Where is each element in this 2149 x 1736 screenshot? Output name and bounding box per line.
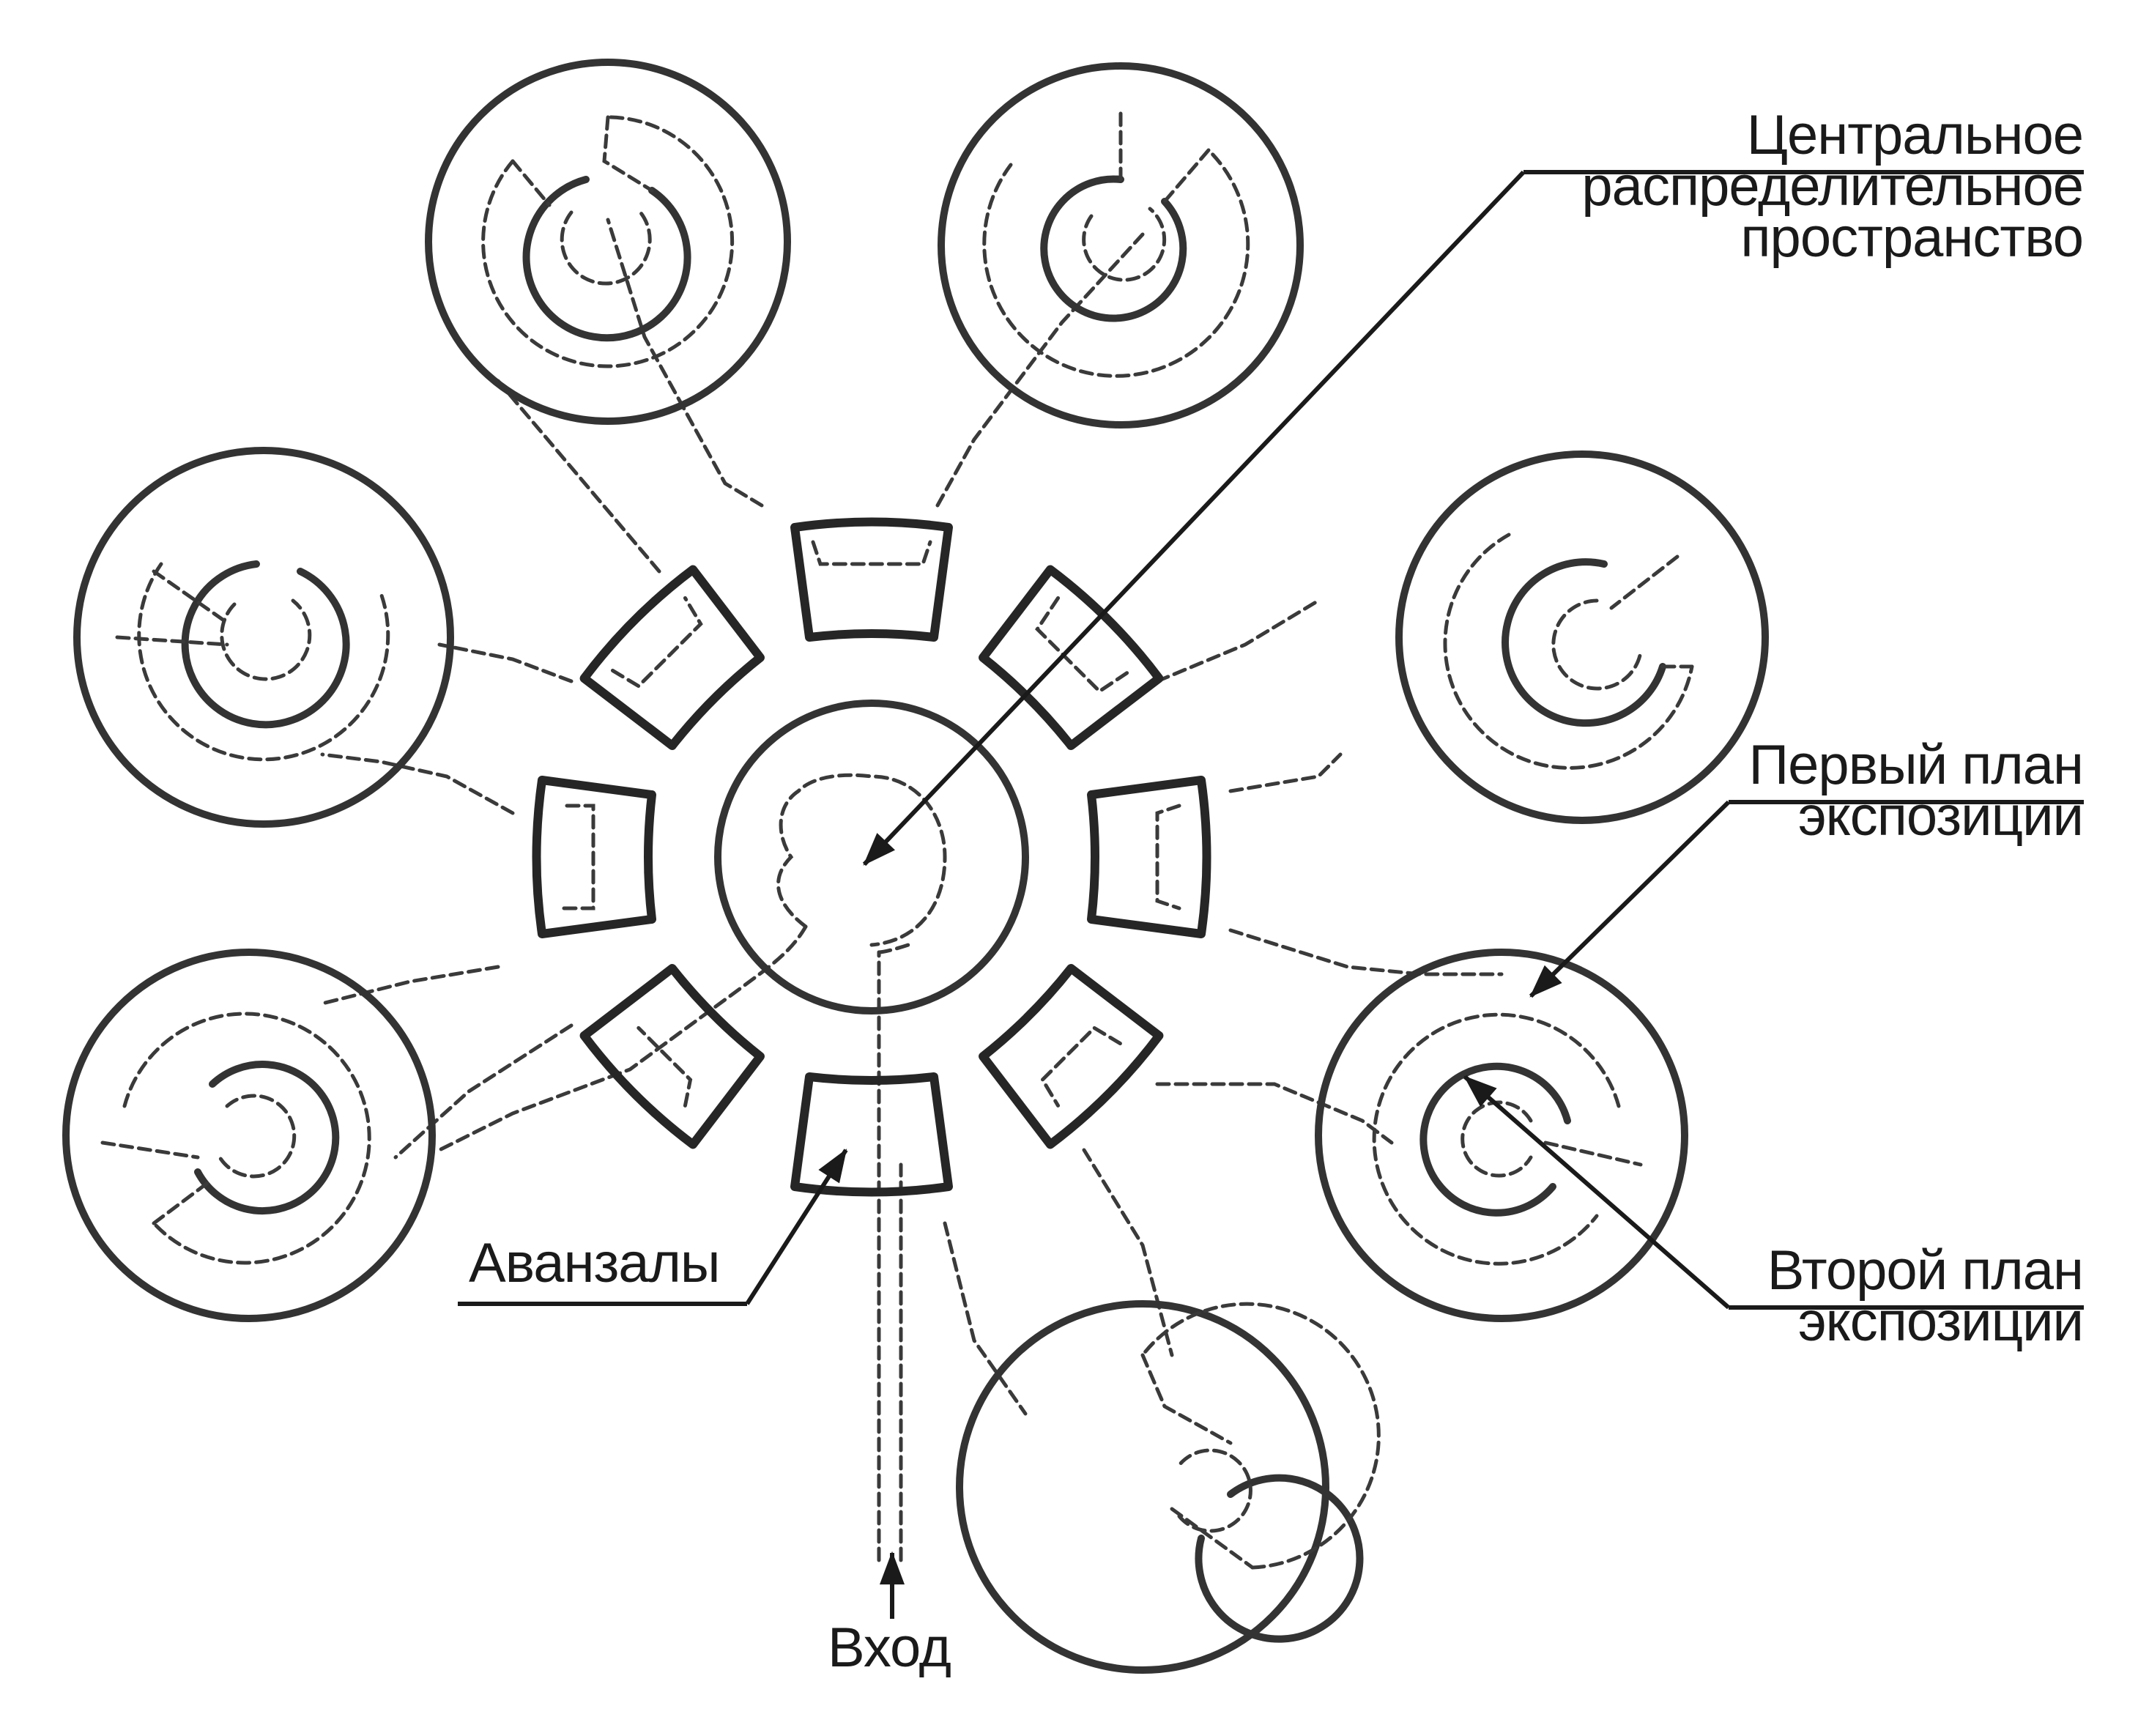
- second-plan-pointer-arrow: [1463, 1075, 1730, 1310]
- antechambers-label-text: Аванзалы: [469, 1232, 721, 1294]
- route-segment: [320, 752, 515, 815]
- exhibition-halls: [62, 59, 1769, 1674]
- antechamber: [979, 964, 1164, 1149]
- antechambers-pointer-arrow: [745, 1149, 848, 1305]
- route-segment: [935, 232, 1145, 508]
- exhibition-hall: [1315, 949, 1688, 1322]
- central-space-label: Центральное распределительное пространст…: [1581, 104, 2084, 269]
- antechamber: [790, 1072, 953, 1197]
- visitor-routes: [320, 218, 1504, 1562]
- second-plan-label: Второй план экспозиции: [1767, 1239, 2084, 1353]
- central-distribution-hall: [714, 700, 1029, 1014]
- exhibition-hall: [62, 949, 436, 1322]
- route-segment: [437, 924, 808, 1152]
- entrance-label-text: Вход: [828, 1617, 951, 1679]
- exhibition-hall: [1395, 450, 1769, 824]
- route-segment: [1228, 752, 1343, 793]
- first-plan-label-text: Первый план экспозиции: [1748, 734, 2084, 847]
- exhibition-hall: [73, 447, 454, 828]
- first-plan-pointer-arrow: [1529, 800, 1731, 998]
- route-segment: [1155, 1082, 1394, 1145]
- exhibition-hall: [956, 1300, 1381, 1674]
- exhibition-hall: [425, 59, 791, 425]
- central-hall-route: [776, 773, 947, 947]
- route-segment: [393, 1023, 574, 1160]
- antechambers: [532, 517, 1211, 1197]
- route-segment: [496, 379, 661, 574]
- antechamber: [579, 565, 765, 750]
- route-segment: [1228, 928, 1504, 976]
- antechambers-label: Аванзалы: [469, 1236, 721, 1291]
- route-segment: [320, 965, 500, 1006]
- antechamber: [579, 964, 765, 1149]
- antechamber: [1087, 776, 1211, 938]
- route-segment: [606, 218, 764, 508]
- route-segment: [1082, 1148, 1174, 1357]
- first-plan-label: Первый план экспозиции: [1748, 734, 2084, 847]
- central-pointer-arrow: [862, 170, 1526, 867]
- entrance-label: Вход: [828, 1620, 951, 1676]
- central-hall-wall: [714, 700, 1029, 1014]
- antechamber: [979, 565, 1164, 750]
- callouts: [458, 170, 2084, 1619]
- second-plan-label-text: Второй план экспозиции: [1767, 1239, 2084, 1353]
- exhibition-hall: [938, 62, 1304, 429]
- route-segment: [1155, 598, 1321, 683]
- route-segment: [943, 1221, 1028, 1416]
- route-segment: [877, 943, 910, 954]
- central-space-label-text: Центральное распределительное пространст…: [1581, 104, 2084, 269]
- route-segment: [437, 642, 574, 683]
- antechamber: [790, 517, 953, 642]
- antechamber: [532, 776, 656, 938]
